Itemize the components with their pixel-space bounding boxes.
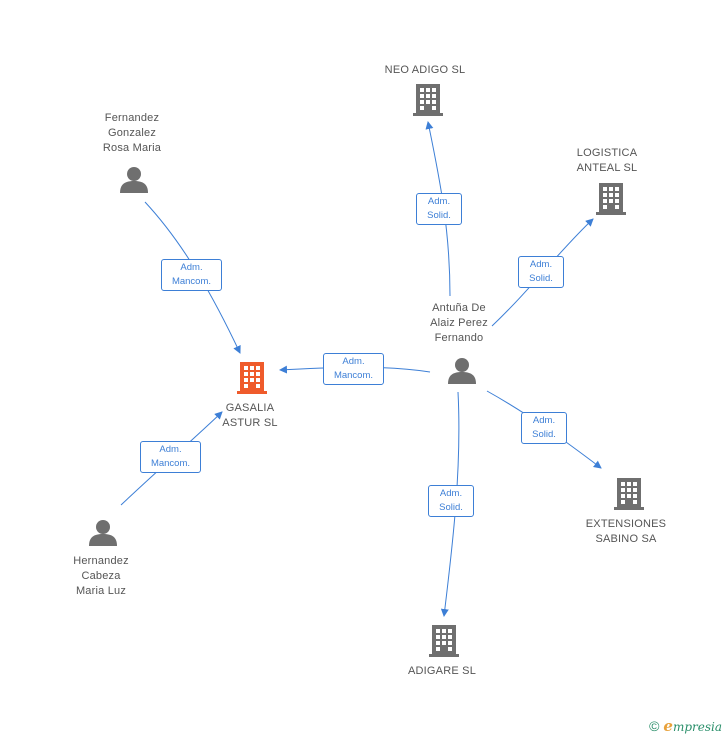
- node-label-line: Maria Luz: [75, 585, 127, 597]
- node-label-line: Gonzalez: [107, 127, 157, 139]
- node-label-line: GASALIA: [225, 402, 275, 414]
- node-label-line: EXTENSIONES: [585, 518, 667, 530]
- building-icon[interactable]: [429, 625, 459, 657]
- edge-label-to-neo-adigo[interactable]: Adm. Solid.: [416, 193, 462, 225]
- node-label-fernandez[interactable]: Fernandez Gonzalez Rosa Maria: [82, 111, 182, 156]
- building-icon[interactable]: [614, 478, 644, 510]
- brand-name: mpresia: [672, 720, 722, 734]
- node-label-gasalia[interactable]: GASALIA ASTUR SL: [200, 401, 300, 431]
- edge-label-fernandez-to-gasalia[interactable]: Adm. Mancom.: [161, 259, 222, 291]
- empresia-logo[interactable]: ©empresia: [649, 717, 722, 735]
- node-label-adigare[interactable]: ADIGARE SL: [392, 664, 492, 679]
- node-label-line: Hernandez: [73, 555, 129, 567]
- edge-label-to-adigare[interactable]: Adm. Solid.: [428, 485, 474, 517]
- node-label-logistica[interactable]: LOGISTICA ANTEAL SL: [557, 146, 657, 176]
- node-label-line: Fernandez: [104, 112, 160, 124]
- building-icon[interactable]: [596, 183, 626, 215]
- node-label-line: Fernando: [434, 332, 484, 344]
- node-label-line: Antuña De: [432, 302, 486, 314]
- node-label-line: ADIGARE SL: [407, 665, 477, 677]
- edge-label-line: Mancom.: [333, 370, 374, 381]
- edge-label-to-logistica[interactable]: Adm. Solid.: [518, 256, 564, 288]
- node-label-line: SABINO SA: [595, 533, 657, 545]
- edge-label-hernandez-to-gasalia[interactable]: Adm. Mancom.: [140, 441, 201, 473]
- brand-initial: e: [663, 717, 673, 735]
- edge-label-to-extensiones[interactable]: Adm. Solid.: [521, 412, 567, 444]
- edge-label-line: Mancom.: [150, 458, 191, 469]
- building-icon[interactable]: [413, 84, 443, 116]
- edge-label-line: Solid.: [427, 210, 451, 221]
- node-label-line: LOGISTICA: [576, 147, 638, 159]
- node-label-antuna[interactable]: Antuña De Alaiz Perez Fernando: [409, 301, 509, 346]
- building-icon[interactable]: [237, 362, 267, 394]
- edge-label-line: Adm.: [427, 196, 451, 207]
- node-label-hernandez[interactable]: Hernandez Cabeza Maria Luz: [51, 554, 151, 599]
- person-icon[interactable]: [89, 520, 117, 546]
- node-label-line: Cabeza: [81, 570, 121, 582]
- edge-label-line: Solid.: [439, 502, 463, 513]
- copyright-symbol: ©: [649, 718, 660, 734]
- edge-label-line: Adm.: [532, 415, 556, 426]
- node-label-line: ASTUR SL: [222, 417, 278, 429]
- edge-label-line: Adm.: [529, 259, 553, 270]
- node-label-neo-adigo[interactable]: NEO ADIGO SL: [370, 63, 480, 78]
- edge-label-line: Solid.: [532, 429, 556, 440]
- edge-label-line: Adm.: [180, 262, 203, 273]
- edge-label-line: Solid.: [529, 273, 553, 284]
- node-label-line: Alaiz Perez: [430, 317, 488, 329]
- edge-label-antuna-to-gasalia[interactable]: Adm. Mancom.: [323, 353, 384, 385]
- node-label-extensiones[interactable]: EXTENSIONES SABINO SA: [576, 517, 676, 547]
- edge-label-line: Adm.: [159, 444, 182, 455]
- edge-label-line: Mancom.: [171, 276, 212, 287]
- node-label-line: Rosa Maria: [102, 142, 162, 154]
- edge-label-line: Adm.: [439, 488, 463, 499]
- person-icon[interactable]: [448, 358, 476, 384]
- edge-label-line: Adm.: [342, 356, 365, 367]
- node-label-line: ANTEAL SL: [576, 162, 638, 174]
- person-icon[interactable]: [120, 167, 148, 193]
- node-label-line: NEO ADIGO SL: [384, 64, 466, 76]
